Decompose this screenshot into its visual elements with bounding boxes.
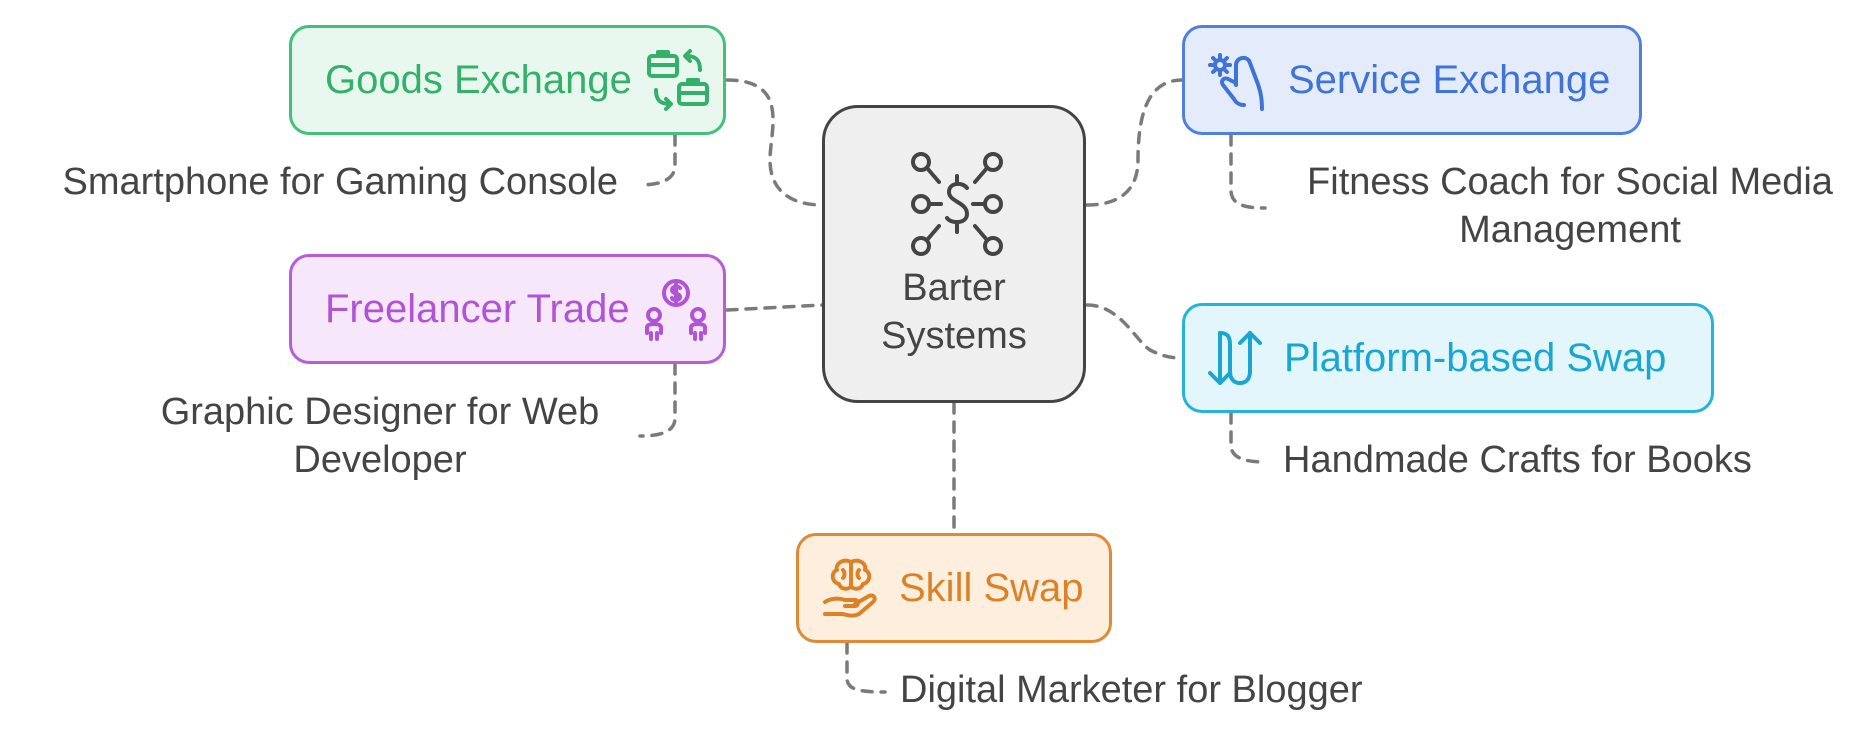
goods-exchange-node: Goods Exchange bbox=[289, 25, 726, 135]
briefcase-swap-icon bbox=[646, 49, 709, 111]
connector-freelancer bbox=[725, 303, 824, 312]
connector-goods bbox=[725, 78, 824, 207]
hand-gear-icon bbox=[1208, 53, 1264, 111]
connector-platform-desc bbox=[1229, 411, 1267, 464]
connector-skill-desc bbox=[845, 641, 887, 694]
goods-exchange-label: Goods Exchange bbox=[325, 57, 632, 102]
skill-swap-label: Skill Swap bbox=[899, 565, 1084, 610]
brain-hand-icon bbox=[823, 558, 877, 618]
center-label-line1: Barter bbox=[902, 267, 1006, 309]
connector-service-desc bbox=[1229, 133, 1267, 210]
dollar-network-icon bbox=[911, 152, 1003, 256]
connector-goods-desc bbox=[638, 133, 677, 187]
freelancer-trade-description: Graphic Designer for Web Developer bbox=[130, 388, 630, 484]
center-label-line2: Systems bbox=[881, 315, 1027, 357]
center-node: Barter Systems bbox=[822, 105, 1086, 403]
center-label: Barter Systems bbox=[825, 264, 1083, 360]
connector-platform bbox=[1085, 303, 1184, 360]
people-dollar-icon bbox=[644, 279, 707, 341]
goods-exchange-description: Smartphone for Gaming Console bbox=[62, 161, 618, 203]
platform-based-swap-description: Handmade Crafts for Books bbox=[1283, 439, 1752, 481]
connector-service bbox=[1085, 78, 1184, 207]
freelancer-trade-label: Freelancer Trade bbox=[325, 286, 630, 331]
skill-swap-node: Skill Swap bbox=[796, 533, 1112, 643]
platform-based-swap-node: Platform-based Swap bbox=[1182, 303, 1714, 413]
service-description-line1: Fitness Coach for Social Media bbox=[1307, 161, 1833, 203]
up-down-arrows-icon bbox=[1208, 331, 1262, 385]
skill-swap-description: Digital Marketer for Blogger bbox=[900, 669, 1363, 711]
freelancer-description-line2: Developer bbox=[293, 439, 467, 481]
freelancer-trade-node: Freelancer Trade bbox=[289, 254, 726, 364]
service-exchange-description: Fitness Coach for Social Media Managemen… bbox=[1280, 158, 1860, 254]
platform-based-swap-label: Platform-based Swap bbox=[1284, 335, 1667, 380]
service-description-line2: Management bbox=[1459, 209, 1681, 251]
service-exchange-label: Service Exchange bbox=[1288, 57, 1611, 102]
service-exchange-node: Service Exchange bbox=[1182, 25, 1642, 135]
freelancer-description-line1: Graphic Designer for Web bbox=[160, 391, 600, 433]
connector-freelancer-desc bbox=[638, 362, 677, 438]
